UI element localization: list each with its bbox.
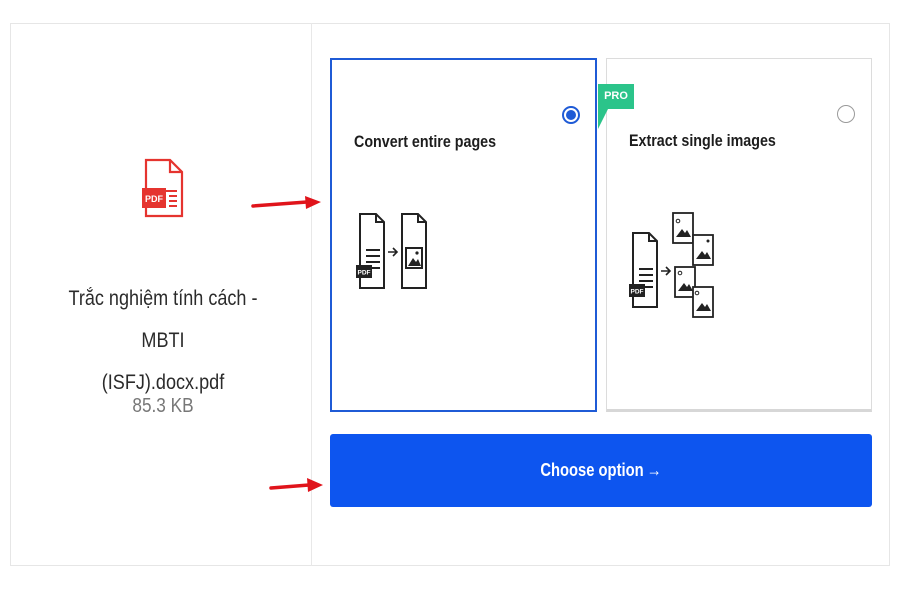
arrow-right-icon: → [646,460,662,480]
option-title: Extract single images [629,131,776,150]
extract-images-icon: PDF [627,209,723,326]
radio-selected[interactable] [562,106,580,124]
file-name-line-2: (ISFJ).docx.pdf [101,371,225,394]
file-name-line-1: Trắc nghiệm tính cách - MBTI [68,287,258,352]
pdf-file-icon: PDF [142,158,186,220]
panel-divider [311,23,312,566]
svg-text:PDF: PDF [631,289,644,296]
choose-option-button[interactable]: Choose option→ [330,434,872,507]
pro-badge-tail [598,109,608,129]
choose-option-label: Choose option→ [540,460,662,480]
annotation-arrow-icon [251,194,323,214]
svg-text:PDF: PDF [358,270,371,277]
option-extract-single-images[interactable]: Extract single images PDF [606,58,872,412]
radio-unselected[interactable] [837,105,855,123]
file-info-panel: PDF Trắc nghiệm tính cách - MBTI (ISFJ).… [10,23,311,566]
pdf-badge-text: PDF [145,194,164,204]
option-title: Convert entire pages [354,132,497,151]
annotation-arrow-icon [269,476,325,496]
pro-badge: PRO [598,84,634,109]
file-name: Trắc nghiệm tính cách - MBTI (ISFJ).docx… [47,278,279,404]
file-size: 85.3 KB [132,395,194,417]
option-convert-entire-pages[interactable]: Convert entire pages PDF [330,58,597,412]
convert-pages-icon: PDF [354,210,434,295]
